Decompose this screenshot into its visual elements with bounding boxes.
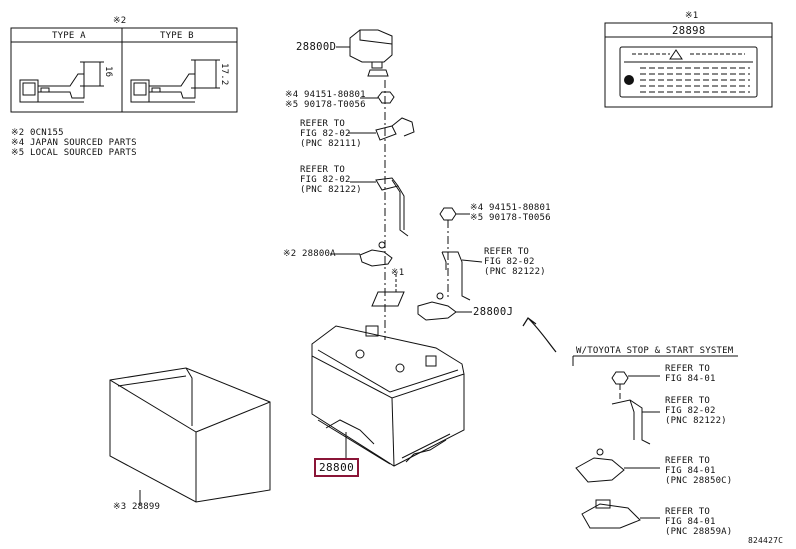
part-number-japan: ※4 94151-80801 (470, 203, 551, 213)
refer-line: FIG 82-02 (484, 257, 535, 267)
stop-start-parts (576, 372, 660, 528)
refer-line: (PNC 82122) (484, 267, 546, 277)
part-terminal-j: 28800J (473, 306, 514, 318)
stop-start-refer-d: REFER TO FIG 84-01 (PNC 28859A) (665, 507, 732, 537)
refer-callout-3: REFER TO FIG 82-02 (PNC 82122) (484, 247, 546, 277)
refer-line: (PNC 28850C) (665, 476, 733, 486)
stop-start-refer-c: REFER TO FIG 84-01 (PNC 28850C) (665, 456, 732, 486)
refer-line: FIG 82-02 (300, 129, 351, 139)
terminal-j-sketch (418, 293, 472, 320)
refer-line: FIG 84-01 (665, 517, 716, 527)
terminal-a-sketch (330, 242, 392, 266)
part-clamp-top: 28800D (296, 41, 337, 53)
nut-callout-2: ※4 94151-80801 ※5 90178-T0056 (470, 203, 551, 223)
figure-code: 824427C (748, 536, 784, 545)
refer-callout-2: REFER TO FIG 82-02 (PNC 82122) (300, 165, 362, 195)
part-number-japan: ※4 94151-80801 (285, 90, 366, 100)
refer-line: FIG 84-01 (665, 466, 716, 476)
note-line: ※2 0CN155 (11, 128, 64, 138)
nut-callout: ※4 94151-80801 ※5 90178-T0056 (285, 90, 366, 110)
right-terminal-sketch (440, 208, 482, 300)
direction-arrow (523, 318, 556, 352)
refer-line: FIG 82-02 (300, 175, 351, 185)
part-number-local: ※5 90178-T0056 (285, 100, 366, 110)
part-tray: ※3 28899 (113, 502, 161, 512)
type-b-sketch (131, 60, 220, 102)
notes-block: ※2 0CN155 ※4 JAPAN SOURCED PARTS ※5 LOCA… (11, 128, 137, 158)
refer-line: REFER TO (300, 119, 345, 129)
cable-clamp-sketch-2 (350, 178, 408, 236)
label-inset-frame (605, 23, 772, 107)
label-inset-mark: ※1 (685, 11, 699, 21)
refer-line: FIG 82-02 (665, 406, 716, 416)
type-b-dimension: 17.2 (219, 63, 229, 86)
stop-start-refer-a: REFER TO FIG 84-01 (665, 364, 716, 384)
label-sticker-mark: ※1 (391, 268, 405, 278)
battery-sketch (312, 326, 464, 466)
nut-sketch (360, 92, 394, 103)
note-line: ※4 JAPAN SOURCED PARTS (11, 138, 137, 148)
refer-callout-1: REFER TO FIG 82-02 (PNC 82111) (300, 119, 362, 149)
refer-line: (PNC 82111) (300, 139, 362, 149)
tray-sketch (110, 368, 270, 505)
note-line: ※5 LOCAL SOURCED PARTS (11, 148, 137, 158)
stop-start-refer-b: REFER TO FIG 82-02 (PNC 82122) (665, 396, 727, 426)
type-a-sketch (20, 62, 104, 102)
refer-line: (PNC 82122) (665, 416, 727, 426)
refer-line: REFER TO (665, 507, 710, 517)
part-terminal-a: ※2 28800A (283, 249, 336, 259)
label-inset-part-number: 28898 (672, 25, 706, 37)
type-inset-mark: ※2 (113, 16, 127, 26)
part-battery-highlight[interactable]: 28800 (314, 458, 360, 477)
label-sticker-sketch (372, 274, 404, 306)
refer-line: REFER TO (300, 165, 345, 175)
stop-start-title: W/TOYOTA STOP & START SYSTEM (576, 346, 734, 356)
refer-line: REFER TO (665, 456, 710, 466)
type-inset-frame (11, 28, 237, 112)
refer-line: REFER TO (665, 364, 710, 374)
cable-clamp-sketch-1 (348, 118, 414, 140)
refer-line: REFER TO (665, 396, 710, 406)
type-a-dimension: 16 (103, 66, 113, 78)
clamp-cover-sketch (336, 30, 392, 76)
refer-line: FIG 84-01 (665, 374, 716, 384)
type-b-label: TYPE B (160, 31, 194, 41)
type-a-label: TYPE A (52, 31, 86, 41)
refer-line: REFER TO (484, 247, 529, 257)
part-number-local: ※5 90178-T0056 (470, 213, 551, 223)
refer-line: (PNC 82122) (300, 185, 362, 195)
refer-line: (PNC 28859A) (665, 527, 733, 537)
